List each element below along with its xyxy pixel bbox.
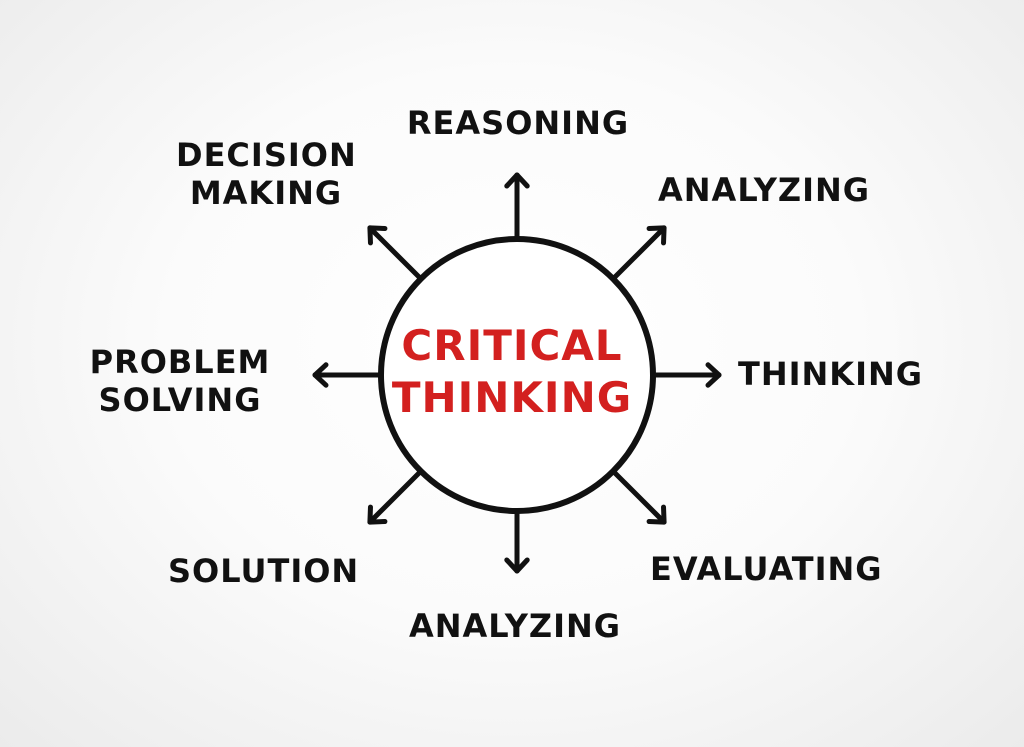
node-reasoning: REASONING (406, 104, 630, 142)
node-solution: SOLUTION (168, 552, 360, 590)
arrow-solution-head (367, 504, 388, 525)
arrow-analyzing-top (612, 225, 667, 280)
arrow-decision-making (367, 225, 422, 280)
arrow-analyzing-top-shaft (612, 225, 667, 280)
arrow-decision-making-shaft (367, 225, 422, 280)
node-evaluating: EVALUATING (650, 550, 883, 588)
arrow-analyzing-bottom (504, 510, 530, 574)
node-analyzing-top: ANALYZING (658, 171, 871, 209)
node-decision-making: DECISION MAKING (176, 136, 357, 212)
arrow-decision-making-head (367, 225, 388, 246)
arrow-solution-shaft (367, 470, 422, 525)
arrow-solution (367, 470, 422, 525)
arrow-evaluating-shaft (612, 470, 667, 525)
node-problem-solving: PROBLEM SOLVING (89, 343, 271, 419)
arrow-group (312, 172, 722, 574)
arrow-thinking-head (705, 362, 722, 388)
node-analyzing-bottom: ANALYZING (408, 607, 622, 645)
arrow-reasoning-head (504, 172, 530, 189)
arrow-evaluating (612, 470, 667, 525)
arrow-problem-solving-head (312, 362, 329, 388)
arrow-analyzing-top-head (646, 225, 667, 246)
arrow-reasoning (504, 172, 530, 240)
arrow-evaluating-head (646, 504, 667, 525)
node-thinking: THINKING (738, 355, 924, 393)
center-label: CRITICAL THINKING (391, 321, 633, 422)
arrow-problem-solving (312, 362, 382, 388)
arrow-thinking (652, 362, 722, 388)
arrow-analyzing-bottom-head (504, 557, 530, 574)
